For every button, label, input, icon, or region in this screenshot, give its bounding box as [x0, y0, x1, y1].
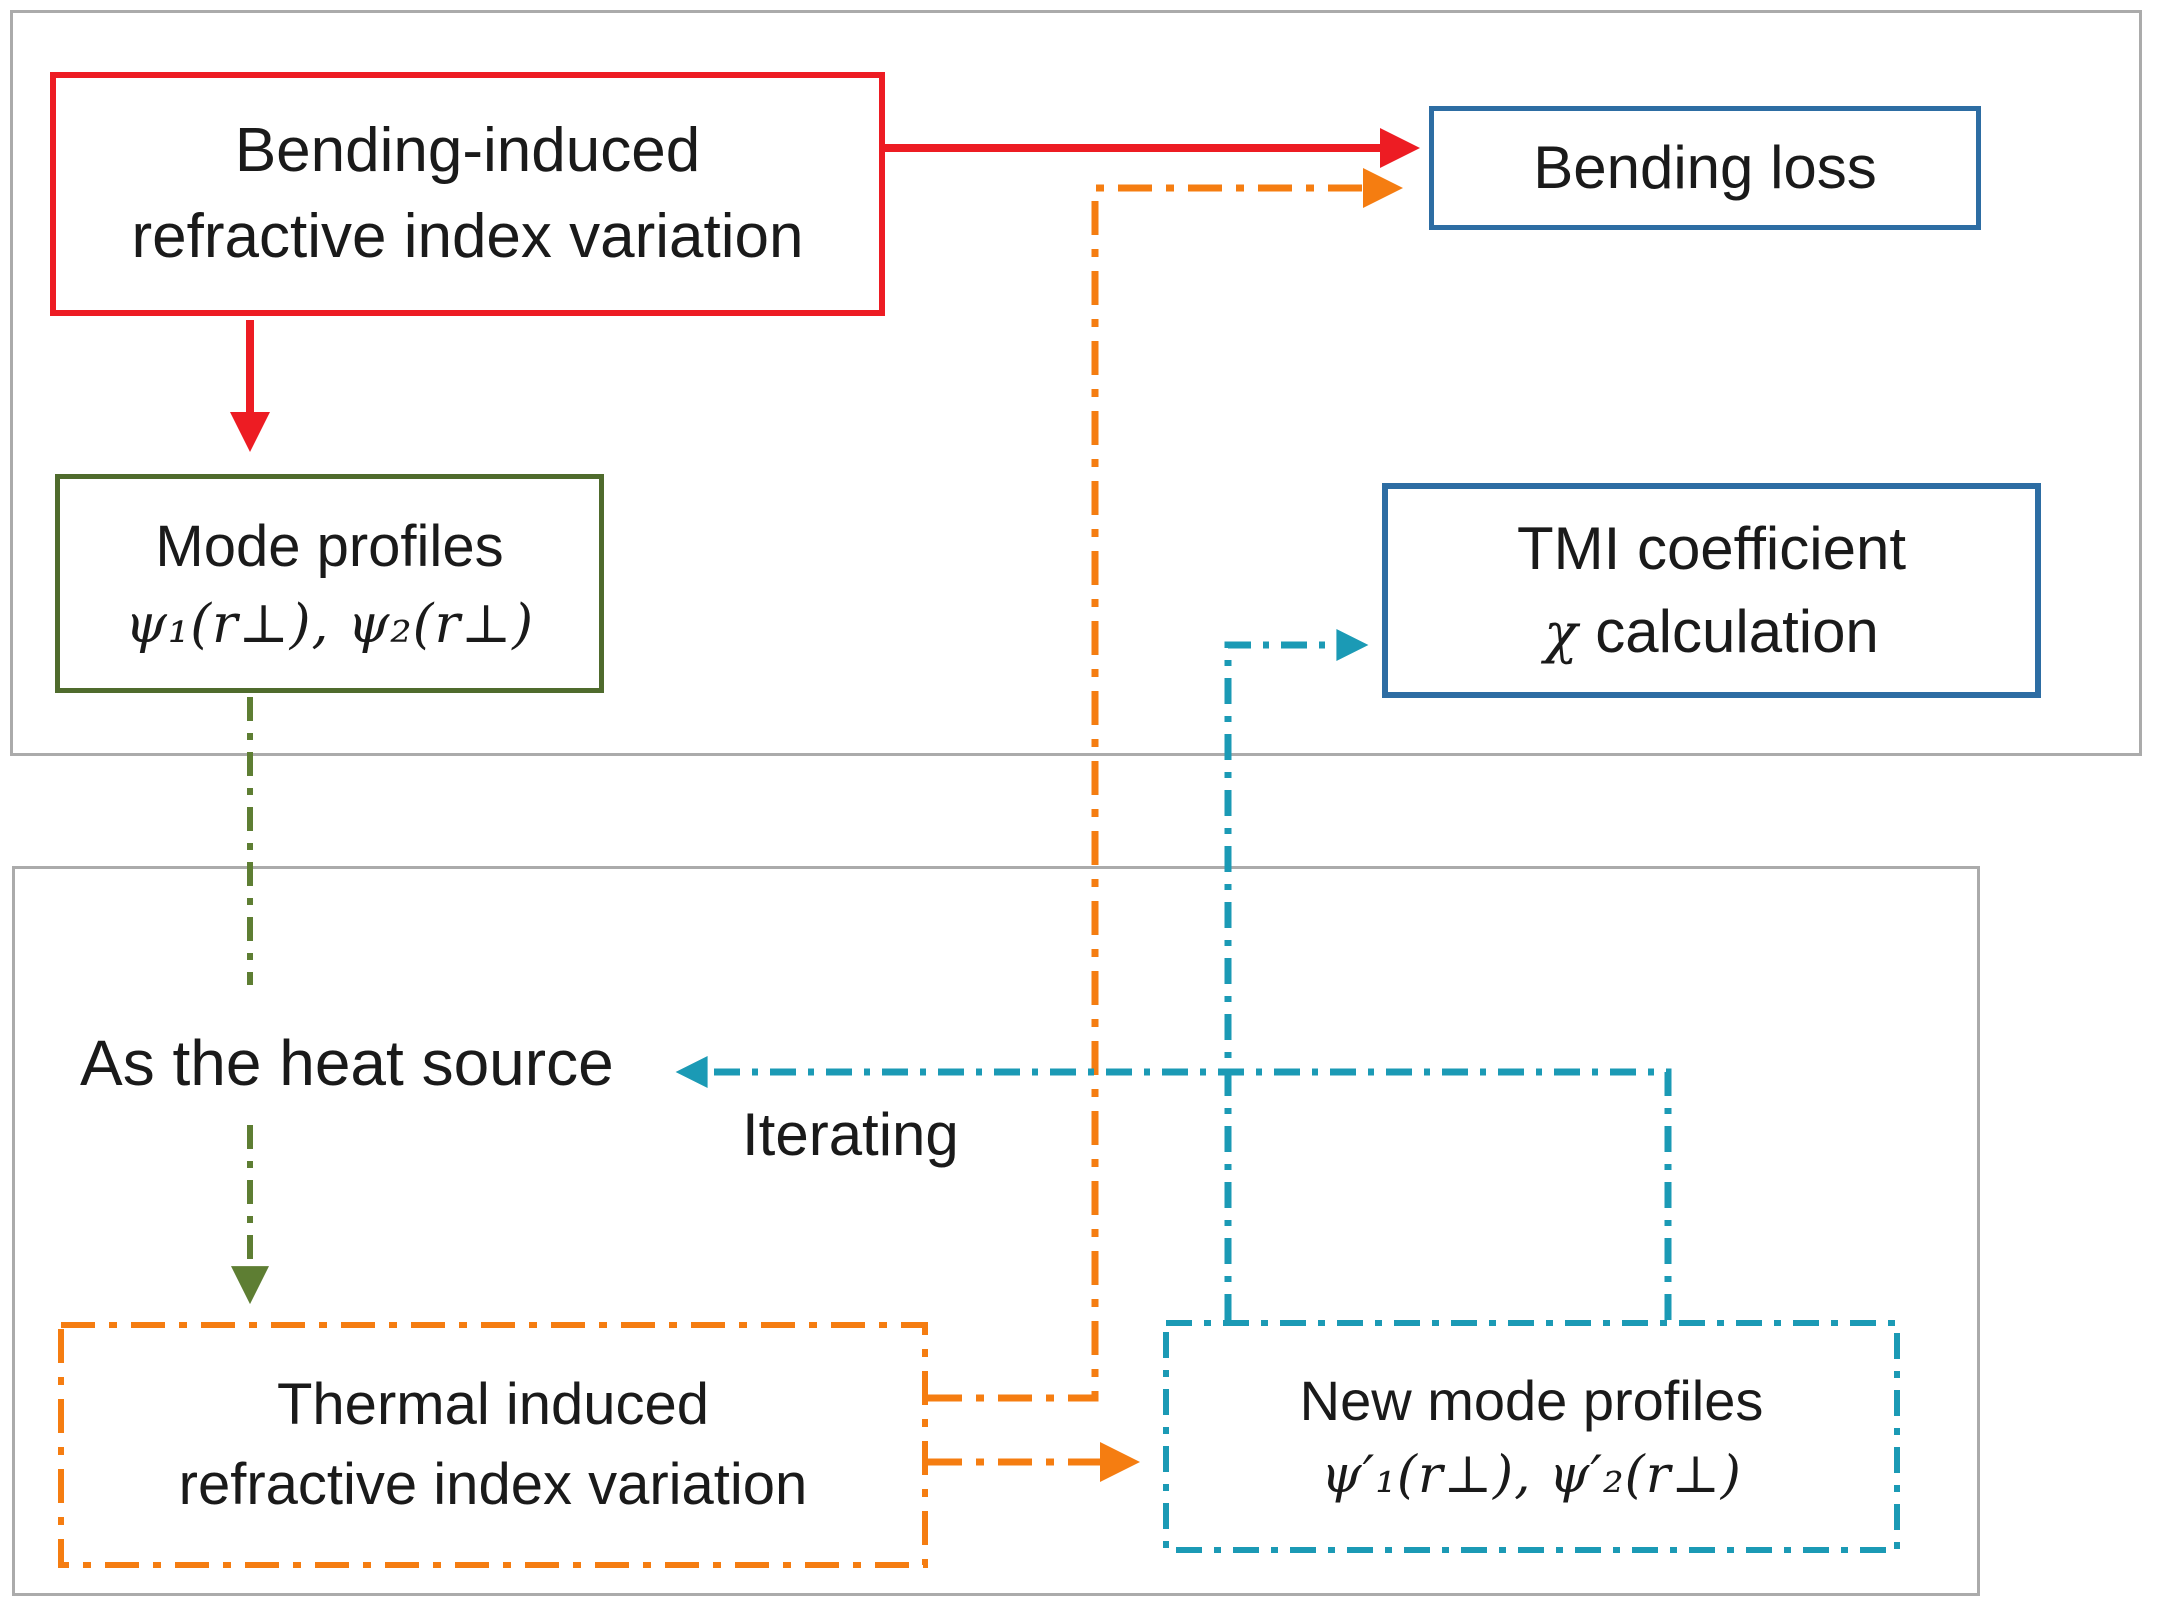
iterating-label: Iterating: [742, 1101, 959, 1168]
tmi-line1: TMI coefficient: [1516, 514, 1907, 582]
thermal-box-dashdot-border: [58, 1322, 928, 1568]
new-mode-profiles-box: New mode profiles ψ′₁(r⊥), ψ′₂(r⊥): [1166, 1323, 1897, 1550]
heat-source-label: As the heat source: [80, 1027, 614, 1099]
mode-profiles-title: Mode profiles: [155, 513, 504, 579]
bending-loss-label: Bending loss: [1533, 133, 1877, 201]
bending-loss-box: Bending loss: [1429, 106, 1981, 230]
arrow-new-mode-to-tmi: [1224, 629, 1369, 1320]
new-mode-profiles-formula: ψ′₁(r⊥), ψ′₂(r⊥): [1321, 1444, 1742, 1505]
bending-induced-line1: Bending-induced: [234, 116, 701, 186]
mode-profiles-box: Mode profiles ψ₁(r⊥), ψ₂(r⊥): [55, 474, 604, 693]
new-mode-box-dashdot-border: [1163, 1320, 1900, 1553]
arrow-thermal-to-bending-loss: [928, 168, 1403, 1402]
mode-profiles-formula: ψ₁(r⊥), ψ₂(r⊥): [124, 591, 535, 655]
tmi-line2-text: calculation: [1578, 597, 1879, 665]
tmi-coefficient-box: TMI coefficient χ calculation: [1382, 483, 2041, 698]
bending-induced-line2: refractive index variation: [131, 202, 804, 271]
thermal-line2: refractive index variation: [178, 1452, 808, 1517]
arrow-iterating-to-heat-source: [675, 1056, 1672, 1320]
bending-induced-variation-box: Bending-induced refractive index variati…: [50, 72, 885, 316]
tmi-line2: χ calculation: [1544, 591, 1879, 674]
chi-symbol: χ: [1544, 601, 1579, 666]
new-mode-profiles-title: New mode profiles: [1299, 1369, 1764, 1433]
thermal-line1: Thermal induced: [277, 1371, 709, 1437]
thermal-induced-variation-box: Thermal induced refractive index variati…: [61, 1325, 925, 1565]
